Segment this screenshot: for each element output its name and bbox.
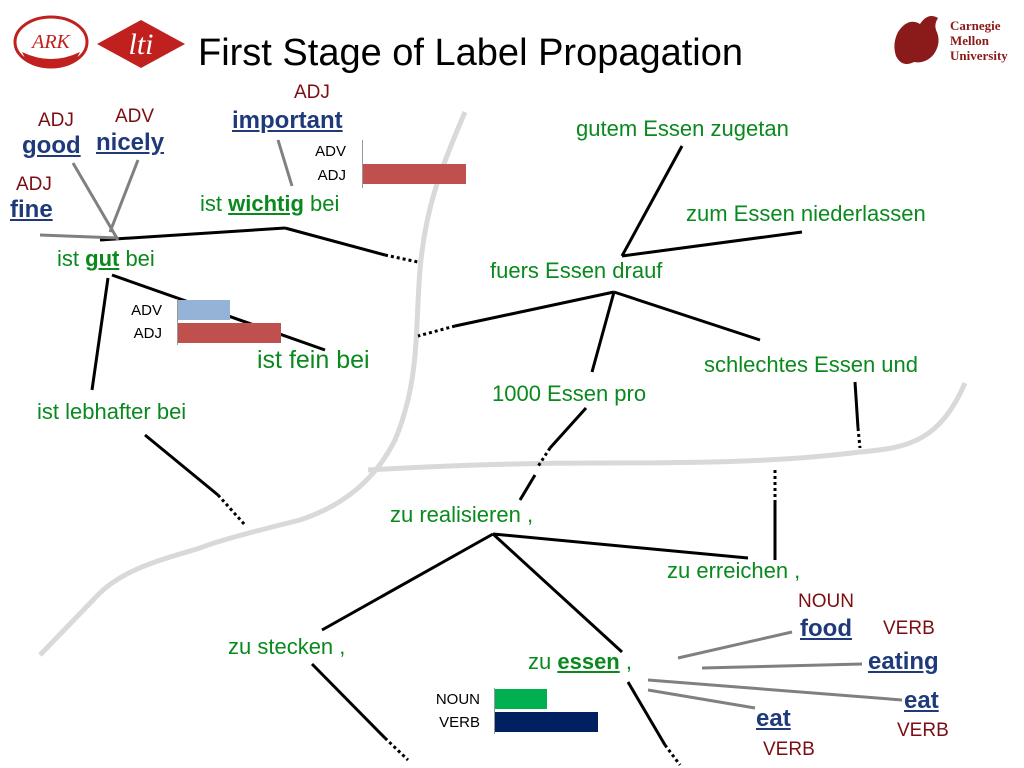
node-label-post: , — [619, 649, 632, 674]
node-fuers-essen-drauf: fuers Essen drauf — [490, 258, 663, 283]
partition-curve-left — [38, 111, 468, 657]
node-zu-stecken: zu stecken , — [228, 634, 346, 659]
lti-logo: lti — [95, 18, 187, 70]
word-nicely: nicely — [96, 129, 165, 156]
node-zu-essen: zu essen , — [528, 651, 632, 673]
tag-food: NOUN — [798, 591, 854, 612]
dist-axis — [494, 688, 495, 734]
node-zu-erreichen: zu erreichen , — [667, 558, 801, 583]
dist-axis — [177, 299, 178, 345]
node-zu-realisieren: zu realisieren , — [390, 502, 534, 527]
tag-nicely: ADV — [115, 106, 155, 127]
dist-label: ADV — [131, 302, 162, 319]
word-eat-bottom: eat — [756, 705, 791, 732]
word-fine: fine — [10, 196, 53, 223]
dist-bar-noun — [495, 689, 547, 709]
dist-label: ADV — [315, 143, 346, 160]
dist-label: ADJ — [133, 325, 162, 342]
word-eating: eating — [868, 648, 939, 675]
node-keyword: essen — [557, 649, 620, 674]
node-label-pre: ist — [57, 246, 86, 271]
svg-text:ARK: ARK — [30, 31, 71, 53]
word-good: good — [22, 132, 81, 159]
node-ist-fein-bei: ist fein bei — [257, 346, 370, 374]
cmu-logo: Carnegie Mellon University — [890, 12, 1020, 72]
node-ist-lebhafter-bei: ist lebhafter bei — [37, 399, 187, 424]
node-keyword: gut — [85, 246, 120, 271]
word-food: food — [800, 615, 852, 642]
node-zum-essen-niederlassen: zum Essen niederlassen — [686, 201, 926, 226]
node-label-post: bei — [303, 191, 340, 216]
dist-bar-adj — [178, 323, 281, 343]
node-label-pre: ist — [200, 191, 229, 216]
partition-curve-right — [367, 381, 968, 473]
dist-label: ADJ — [317, 167, 346, 184]
tag-eat-right: VERB — [897, 720, 949, 741]
tag-good: ADJ — [38, 110, 74, 131]
dist-label: VERB — [439, 714, 480, 731]
node-schlechtes-essen-und: schlechtes Essen und — [704, 352, 919, 377]
dist-bar-verb — [495, 712, 598, 732]
dist-bar-adv — [178, 300, 230, 320]
tag-eating: VERB — [883, 618, 935, 639]
svg-text:lti: lti — [128, 28, 153, 61]
svg-text:Mellon: Mellon — [950, 33, 990, 48]
word-important: important — [232, 107, 343, 134]
node-keyword: wichtig — [228, 191, 304, 216]
node-label-pre: zu — [528, 649, 558, 674]
node-label-post: bei — [119, 246, 155, 271]
ark-logo: ARK — [12, 14, 90, 70]
tag-fine: ADJ — [16, 174, 52, 195]
node-ist-gut-bei: ist gut bei — [57, 248, 155, 270]
svg-text:Carnegie: Carnegie — [950, 18, 1001, 33]
node-gutem-essen-zugetan: gutem Essen zugetan — [576, 116, 789, 141]
svg-text:University: University — [950, 48, 1008, 63]
node-ist-wichtig-bei: ist wichtig bei — [200, 193, 339, 215]
page-title: First Stage of Label Propagation — [198, 32, 744, 74]
dist-label: NOUN — [435, 691, 480, 708]
dist-axis — [362, 140, 363, 188]
word-eat-right: eat — [904, 687, 939, 714]
tag-important: ADJ — [294, 82, 330, 103]
node-1000-essen-pro: 1000 Essen pro — [492, 381, 647, 406]
tag-eat-bottom: VERB — [763, 739, 815, 760]
dist-bar-adj — [363, 164, 466, 184]
